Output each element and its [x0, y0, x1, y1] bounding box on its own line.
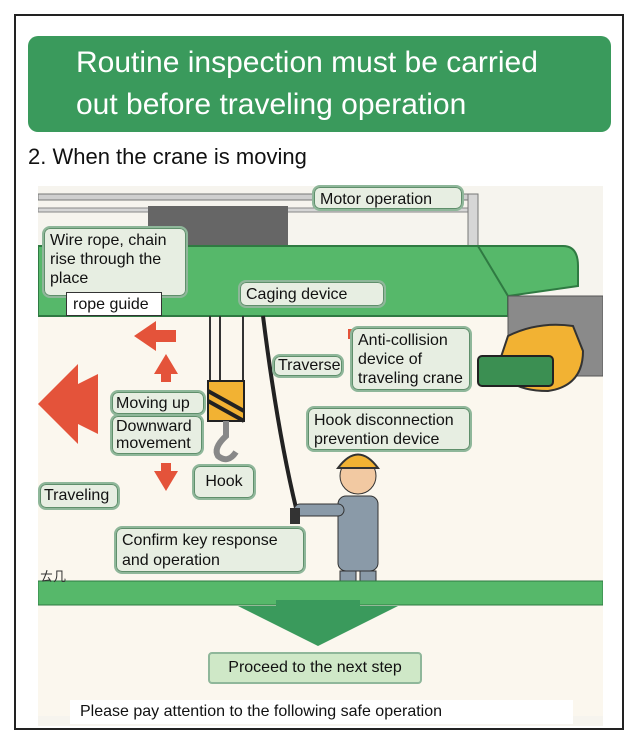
girder-end-truck	[476, 245, 579, 298]
buffer-green-block	[477, 355, 554, 387]
crane-illustration	[38, 186, 603, 726]
label-confirm-key: Confirm key response and operation	[114, 526, 306, 574]
operator-arm	[293, 503, 345, 517]
notice-text: Please pay attention to the following sa…	[80, 703, 443, 720]
label-moving-up: Moving up	[110, 390, 206, 416]
safety-notice: Please pay attention to the following sa…	[70, 700, 573, 724]
operator-helmet	[336, 453, 380, 469]
next-step-button[interactable]: Proceed to the next step	[208, 652, 422, 684]
hook-text: Hook	[205, 473, 243, 490]
arrow-up	[154, 354, 178, 382]
label-traverse: Traverse	[272, 354, 344, 378]
operator-body	[337, 495, 379, 572]
label-traveling: Traveling	[38, 482, 120, 510]
label-caging-device: Caging device	[238, 280, 386, 308]
traveling-text: Traveling	[44, 487, 110, 504]
wire-rope-line-3: place	[50, 270, 89, 287]
moving-up-text: Moving up	[116, 395, 190, 412]
traverse-text: Traverse	[278, 357, 341, 374]
hook-block-stripes	[207, 389, 245, 423]
rope-guide-text: rope guide	[73, 296, 149, 313]
hook-disconnect-line-2: prevention device	[314, 431, 440, 448]
arrow-left-small	[134, 321, 176, 351]
label-downward-movement: Downward movement	[110, 414, 204, 456]
label-hook: Hook	[192, 464, 256, 500]
section-subtitle: 2. When the crane is moving	[28, 144, 307, 169]
next-step-text: Proceed to the next step	[228, 659, 402, 676]
banner-line-2: out before traveling operation	[76, 88, 467, 121]
label-rope-guide: rope guide	[66, 292, 162, 316]
banner-line-1: Routine inspection must be carried	[76, 46, 538, 79]
pendant-controller	[290, 508, 300, 524]
wire-rope-line-1: Wire rope, chain	[50, 232, 167, 249]
downward-line-1: Downward	[116, 418, 192, 435]
outer-frame	[14, 14, 624, 730]
anti-collision-line-2: device of	[358, 351, 423, 368]
wire-rope-line-2: rise through the	[50, 251, 162, 268]
downward-line-2: movement	[116, 435, 191, 452]
anti-collision-line-1: Anti-collision	[358, 332, 448, 349]
corner-mark: ㄊ几	[40, 569, 67, 584]
next-step-arrow	[238, 606, 398, 646]
label-anti-collision: Anti-collision device of traveling crane	[350, 326, 472, 392]
hook-shape	[213, 421, 239, 463]
motor-operation-text: Motor operation	[320, 191, 433, 208]
label-motor-operation: Motor operation	[312, 185, 464, 211]
arrow-traveling	[38, 364, 98, 444]
hook-disconnect-line-1: Hook disconnection	[314, 412, 454, 429]
title-banner: Routine inspection must be carried out b…	[28, 36, 611, 132]
label-hook-disconnection: Hook disconnection prevention device	[306, 406, 472, 452]
label-wire-rope: Wire rope, chain rise through the place	[42, 226, 188, 298]
confirm-line-2: and operation	[122, 552, 220, 569]
confirm-line-1: Confirm key response	[122, 532, 278, 549]
arrow-down	[154, 463, 178, 491]
pendant-cable	[261, 315, 300, 517]
caging-device-text: Caging device	[246, 286, 348, 303]
anti-collision-line-3: traveling crane	[358, 370, 463, 387]
next-step-arrow-stem	[276, 600, 360, 610]
